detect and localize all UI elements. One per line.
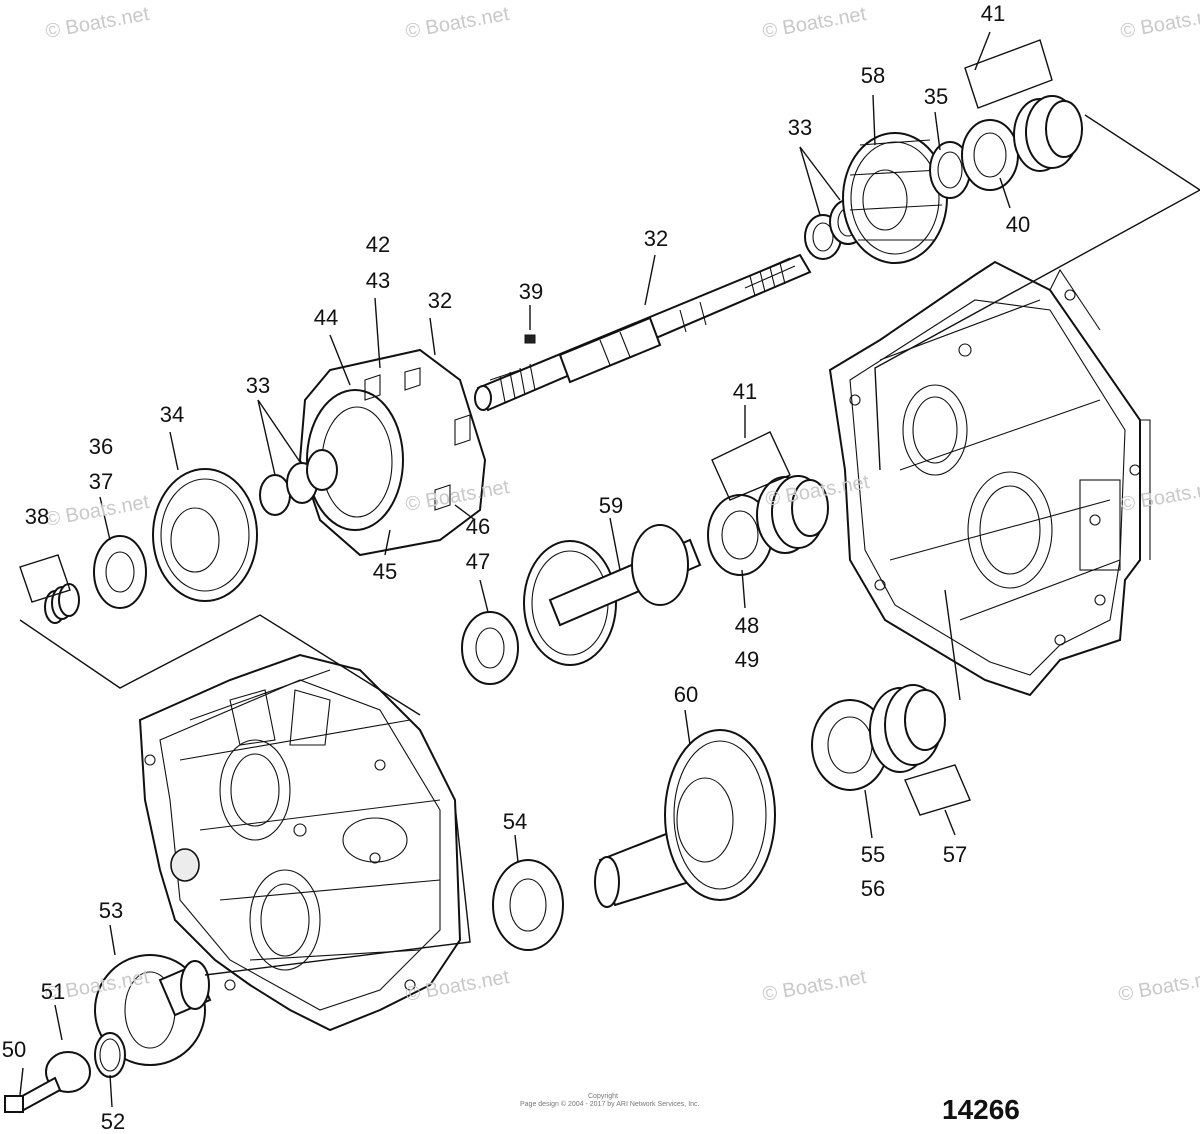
callout-label: 39 — [518, 279, 544, 304]
callout-label: 43 — [365, 268, 391, 293]
callout-label: 54 — [502, 809, 528, 834]
callout-label: 58 — [860, 63, 886, 88]
output-flange — [4, 954, 212, 1114]
callout-label: 56 — [860, 876, 886, 901]
callout-label: 48 — [734, 613, 760, 638]
callout-label: 32 — [643, 226, 669, 251]
callout-label: 33 — [787, 115, 813, 140]
countershaft-59 — [461, 475, 829, 685]
shaft-32 — [474, 253, 812, 412]
front-gear-case — [138, 653, 462, 1032]
copyright-line: Copyright — [588, 1093, 618, 1100]
diagram-number: 14266 — [942, 1094, 1020, 1125]
callout-label: 57 — [942, 842, 968, 867]
callout-label: 59 — [598, 493, 624, 518]
output-shaft-60 — [492, 684, 946, 951]
callout-label: 44 — [313, 305, 339, 330]
callout-label: 40 — [1005, 212, 1031, 237]
callout-label: 50 — [1, 1037, 27, 1062]
callout-label: 45 — [372, 559, 398, 584]
callout-label: 51 — [40, 979, 66, 1004]
callout-label: 37 — [88, 469, 114, 494]
rear-housing — [828, 260, 1151, 697]
callout-label: 52 — [100, 1109, 126, 1134]
callout-label: 42 — [365, 232, 391, 257]
callout-label: 32 — [427, 288, 453, 313]
copyright-line: Page design © 2004 - 2017 by ARI Network… — [520, 1101, 700, 1108]
callout-label: 47 — [465, 549, 491, 574]
left-shaft-parts — [44, 449, 338, 624]
callout-label: 41 — [980, 1, 1006, 26]
callout-label: 41 — [732, 379, 758, 404]
callout-label: 53 — [98, 898, 124, 923]
callout-label: 33 — [245, 373, 271, 398]
callout-label: 35 — [923, 84, 949, 109]
callout-label: 34 — [159, 402, 185, 427]
callout-label: 55 — [860, 842, 886, 867]
callout-label: 36 — [88, 434, 114, 459]
leader-lines — [19, 31, 1200, 1108]
callout-label: 38 — [24, 504, 50, 529]
callout-label: 46 — [465, 514, 491, 539]
callout-label: 60 — [673, 682, 699, 707]
upper-shaft-parts — [804, 95, 1083, 264]
callout-label: 49 — [734, 647, 760, 672]
